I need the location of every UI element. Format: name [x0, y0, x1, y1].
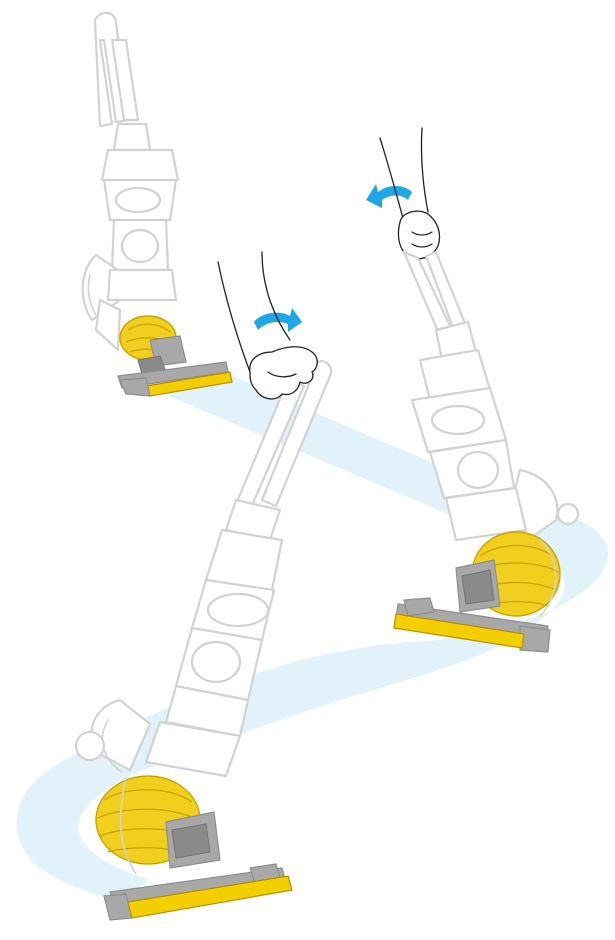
hand-center: [249, 346, 318, 400]
vacuum-tilted-large: [74, 251, 333, 921]
vacuum-bar-right: [393, 613, 525, 649]
vacuum-bar-large: [127, 875, 293, 919]
vacuum-tilted-right: [379, 127, 580, 653]
vacuum-upright-small: [81, 11, 233, 397]
curved-arrow-counterclockwise-icon: [366, 184, 412, 208]
